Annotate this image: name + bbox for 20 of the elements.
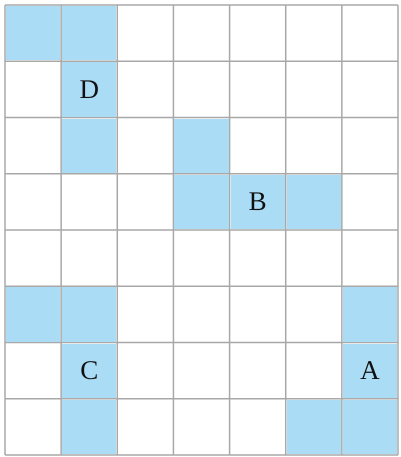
point-label: D (79, 76, 99, 103)
shaded-cell (62, 344, 116, 398)
shaded-cell (62, 118, 116, 173)
shaded-cell (342, 287, 397, 342)
shaded-cell (174, 174, 229, 229)
shaded-cell (174, 118, 229, 173)
shaded-cell (62, 6, 116, 60)
shaded-cell (342, 344, 397, 398)
shaded-cell (62, 62, 116, 116)
point-label: C (80, 357, 98, 384)
shaded-cell (342, 400, 397, 454)
shaded-cell (62, 400, 116, 454)
point-label: A (360, 357, 380, 384)
shaded-cell (62, 287, 116, 342)
shaded-cell (286, 174, 341, 229)
point-label: B (248, 188, 267, 216)
shaded-cell (230, 174, 285, 229)
shaded-cell (6, 287, 60, 342)
shaded-cell (286, 400, 341, 454)
shaded-cell (6, 6, 60, 60)
